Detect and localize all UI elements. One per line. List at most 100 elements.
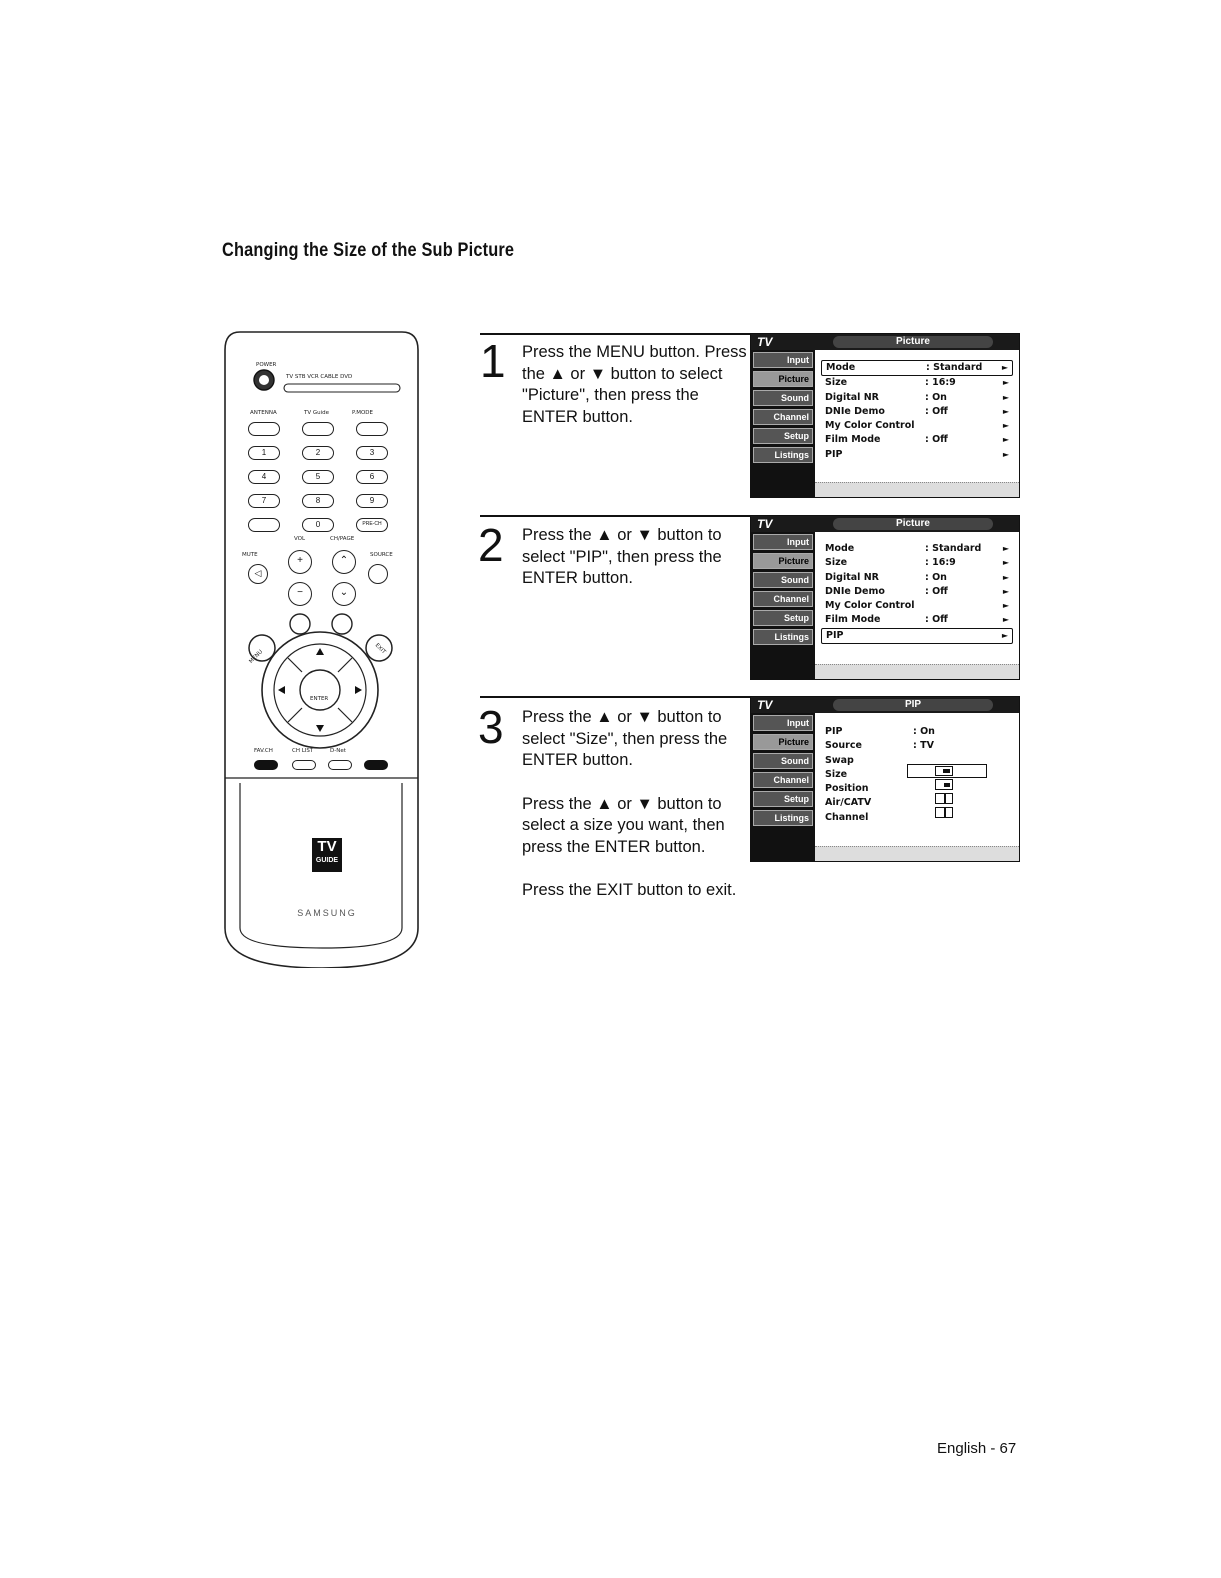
- row-value: : On: [913, 726, 935, 737]
- extra-button: [364, 760, 388, 770]
- menu-row-mode: Mode : Standard ►: [821, 360, 1013, 377]
- row-label: Channel: [825, 811, 869, 823]
- arrow-right-icon: ►: [1002, 558, 1009, 568]
- row-label: Position: [825, 783, 869, 795]
- arrow-right-icon: ►: [1002, 586, 1009, 596]
- digit-button-0: 0: [302, 518, 334, 532]
- vol-up-button: +: [288, 550, 312, 574]
- menu-row-dnie-demo: DNIe Demo : Off ►: [821, 585, 1013, 599]
- row-value: : 16:9: [925, 557, 956, 569]
- menu-row-pip: PIP : On: [821, 725, 1013, 739]
- menu-row-size: Size: 16:9►: [821, 376, 1013, 390]
- row-label: PIP: [825, 448, 843, 460]
- pmode-label: P.MODE: [352, 410, 373, 416]
- menu-row-film-mode: Film Mode: Off►: [821, 613, 1013, 627]
- menu-row-swap: Swap: [821, 754, 1013, 768]
- menu-row-film-mode: Film Mode: Off►: [821, 433, 1013, 447]
- menu-row-my-color-control: My Color Control ►: [821, 419, 1013, 433]
- tvguide-button: [302, 422, 334, 436]
- row-value: : On: [925, 571, 947, 583]
- screen-sidebar: Input Picture Sound Channel Setup Listin…: [751, 350, 815, 497]
- screen-sidebar: Input Picture Sound Channel Setup Listin…: [751, 532, 815, 679]
- tab-input: Input: [753, 715, 813, 731]
- arrow-right-icon: ►: [1002, 601, 1009, 611]
- row-value: : Off: [925, 434, 948, 446]
- row-label: Mode: [826, 362, 856, 373]
- remote-control-illustration: POWER TV STB VCR CABLE DVD ANTENNA TV Gu…: [222, 328, 421, 968]
- arrow-right-icon: ►: [1002, 544, 1009, 553]
- picture-menu-list: Mode: Standard► Size: 16:9► Digital NR: …: [821, 542, 1013, 645]
- screen-title: PIP: [833, 699, 993, 711]
- screen-title: Picture: [833, 518, 993, 530]
- tab-picture: Picture: [753, 553, 813, 569]
- menu-row-air-catv: Air/CATV: [821, 796, 1013, 810]
- digit-button-5: 5: [302, 470, 334, 484]
- step-3-paragraph-2: Press the ▲ or ▼ button to select a size…: [522, 794, 725, 856]
- dash-button: [248, 518, 280, 532]
- size-option-selected-icon: [935, 766, 953, 776]
- arrow-right-icon: ►: [1001, 630, 1008, 640]
- arrow-right-icon: ►: [1002, 421, 1009, 431]
- arrow-right-icon: ►: [1002, 449, 1009, 459]
- favch-label: FAV.CH: [254, 748, 273, 754]
- digit-button-2: 2: [302, 446, 334, 460]
- row-value: : Off: [925, 585, 948, 597]
- row-value: : TV: [913, 740, 934, 752]
- pip-menu-list: PIP: On Source: TV Swap Size Position Ai…: [821, 725, 1013, 825]
- source-label: SOURCE: [370, 552, 393, 558]
- tab-picture: Picture: [753, 371, 813, 387]
- dnet-button: [328, 760, 352, 770]
- page-footer: English - 67: [937, 1440, 1017, 1457]
- digit-button-7: 7: [248, 494, 280, 508]
- screen-header-bar: TV Picture: [751, 334, 1019, 350]
- step-2-paragraph: Press the ▲ or ▼ button to select "PIP",…: [522, 526, 722, 587]
- step-3-text: Press the ▲ or ▼ button to select "Size"…: [522, 707, 747, 858]
- row-value: : Off: [925, 614, 948, 626]
- row-value: : Standard: [926, 362, 983, 373]
- row-label: My Color Control: [825, 420, 915, 432]
- size-option-small-icon: [935, 779, 953, 790]
- antenna-button: [248, 422, 280, 436]
- menu-row-source: Source: TV: [821, 739, 1013, 753]
- tab-channel: Channel: [753, 409, 813, 425]
- digit-button-3: 3: [356, 446, 388, 460]
- row-label: My Color Control: [825, 600, 915, 612]
- ch-up-button: ⌃: [332, 550, 356, 574]
- vol-label: VOL: [294, 536, 306, 542]
- chpage-label: CH/PAGE: [330, 536, 355, 542]
- menu-row-dnie-demo: DNIe Demo: Off►: [821, 405, 1013, 419]
- row-value: : Standard: [925, 543, 982, 554]
- size-option-split-icon: [935, 807, 953, 818]
- tvguide-logo-icon: TV GUIDE: [312, 838, 342, 872]
- screen-header-label: TV: [757, 335, 773, 349]
- tab-listings: Listings: [753, 447, 813, 463]
- menu-row-position: Position: [821, 782, 1013, 796]
- menu-row-digital-nr: Digital NR: On►: [821, 391, 1013, 405]
- screen-header-bar: TV Picture: [751, 516, 1019, 532]
- tab-channel: Channel: [753, 591, 813, 607]
- arrow-right-icon: ►: [1001, 363, 1008, 372]
- row-value: : On: [925, 391, 947, 403]
- pmode-button: [356, 422, 388, 436]
- tab-input: Input: [753, 534, 813, 550]
- mute-button: ◁: [248, 564, 268, 584]
- tvguide-logo-bottom: GUIDE: [315, 857, 339, 864]
- menu-row-size: Size: 16:9►: [821, 556, 1013, 570]
- step-1-number: 1: [480, 335, 506, 387]
- tvguide-label: TV Guide: [304, 410, 330, 416]
- row-label: DNIe Demo: [825, 585, 885, 597]
- arrow-right-icon: ►: [1002, 406, 1009, 416]
- screen-header-bar: TV PIP: [751, 697, 1019, 713]
- step-3-rule: [480, 696, 1018, 698]
- screen-footer-bar: [815, 846, 1019, 861]
- tvguide-logo-top: TV: [317, 838, 337, 855]
- tab-sound: Sound: [753, 572, 813, 588]
- tab-input: Input: [753, 352, 813, 368]
- screen-header-label: TV: [757, 698, 773, 712]
- menu-row-pip: PIP►: [821, 627, 1013, 645]
- arrow-right-icon: ►: [1002, 615, 1009, 625]
- menu-row-mode: Mode: Standard►: [821, 542, 1013, 556]
- mode-labels: TV STB VCR CABLE DVD: [286, 374, 353, 380]
- row-label: PIP: [825, 726, 843, 737]
- tv-screen-picture-menu-1: TV Picture Input Picture Sound Channel S…: [750, 333, 1020, 498]
